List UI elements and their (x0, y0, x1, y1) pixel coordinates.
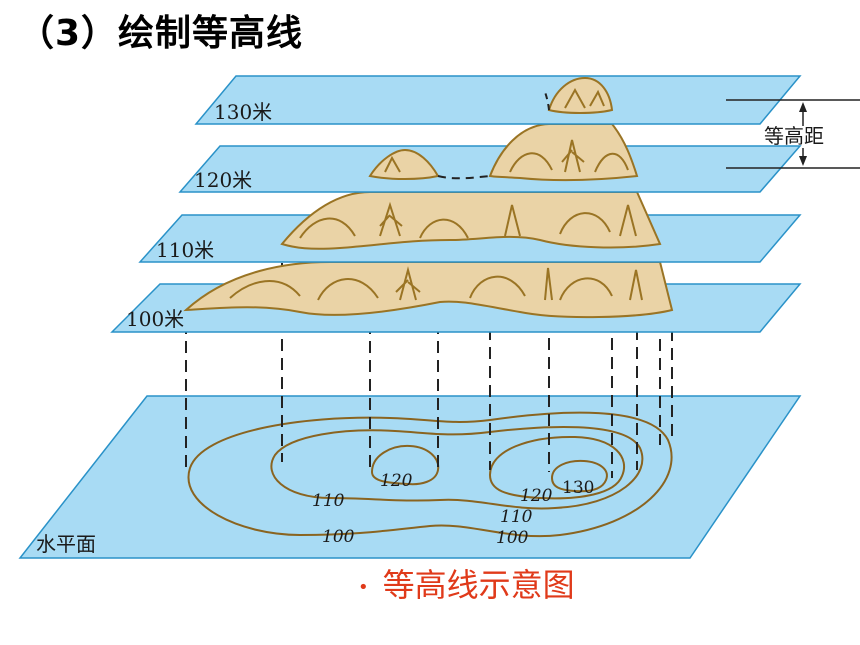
caption-bullet: • (358, 576, 369, 598)
plane-label-100: 100米 (126, 307, 184, 331)
contour-120-left (370, 444, 440, 486)
contour-label-left-120: 120 (380, 471, 413, 491)
contour-label-right-120: 120 (520, 486, 553, 506)
contour-label-right-130: 130 (562, 478, 594, 498)
terrain-texture-100 (229, 266, 643, 301)
contour-interval-indicator (726, 99, 860, 169)
contour-120-right (488, 435, 626, 500)
contour-label-left-110: 110 (312, 491, 345, 511)
plane-120 (178, 145, 802, 193)
contour-labels: 120 110 100 130 120 110 100 (312, 471, 594, 548)
contour-110 (270, 426, 644, 510)
plane-label-120: 120米 (194, 168, 252, 192)
saddle-dash (437, 175, 491, 180)
plane-label-110: 110米 (156, 238, 214, 262)
caption-text: 等高线示意图 (382, 566, 575, 604)
contour-label-right-100: 100 (496, 528, 529, 548)
terrain-band-120 (488, 123, 639, 182)
contour-130 (550, 459, 608, 493)
contour-100 (187, 411, 673, 538)
contour-interval-label: 等高距 (764, 124, 824, 148)
base-plane-label: 水平面 (36, 532, 96, 556)
terrain-peak-left (368, 148, 440, 180)
contour-label-left-100: 100 (322, 527, 355, 547)
terrain-texture-120 (384, 139, 629, 173)
contour-lines (187, 411, 673, 538)
slide-title: （3）绘制等高线 (18, 13, 304, 54)
terrain-texture-130 (564, 87, 605, 109)
contour-label-right-110: 110 (500, 507, 533, 527)
caption: • 等高线示意图 (358, 560, 575, 606)
terrain-texture-110 (299, 201, 637, 239)
terrain-peak-right (547, 76, 614, 114)
plane-label-130: 130米 (214, 100, 272, 124)
plane-130 (194, 75, 802, 125)
ridge-dash (544, 91, 550, 111)
base-plane (18, 395, 802, 559)
